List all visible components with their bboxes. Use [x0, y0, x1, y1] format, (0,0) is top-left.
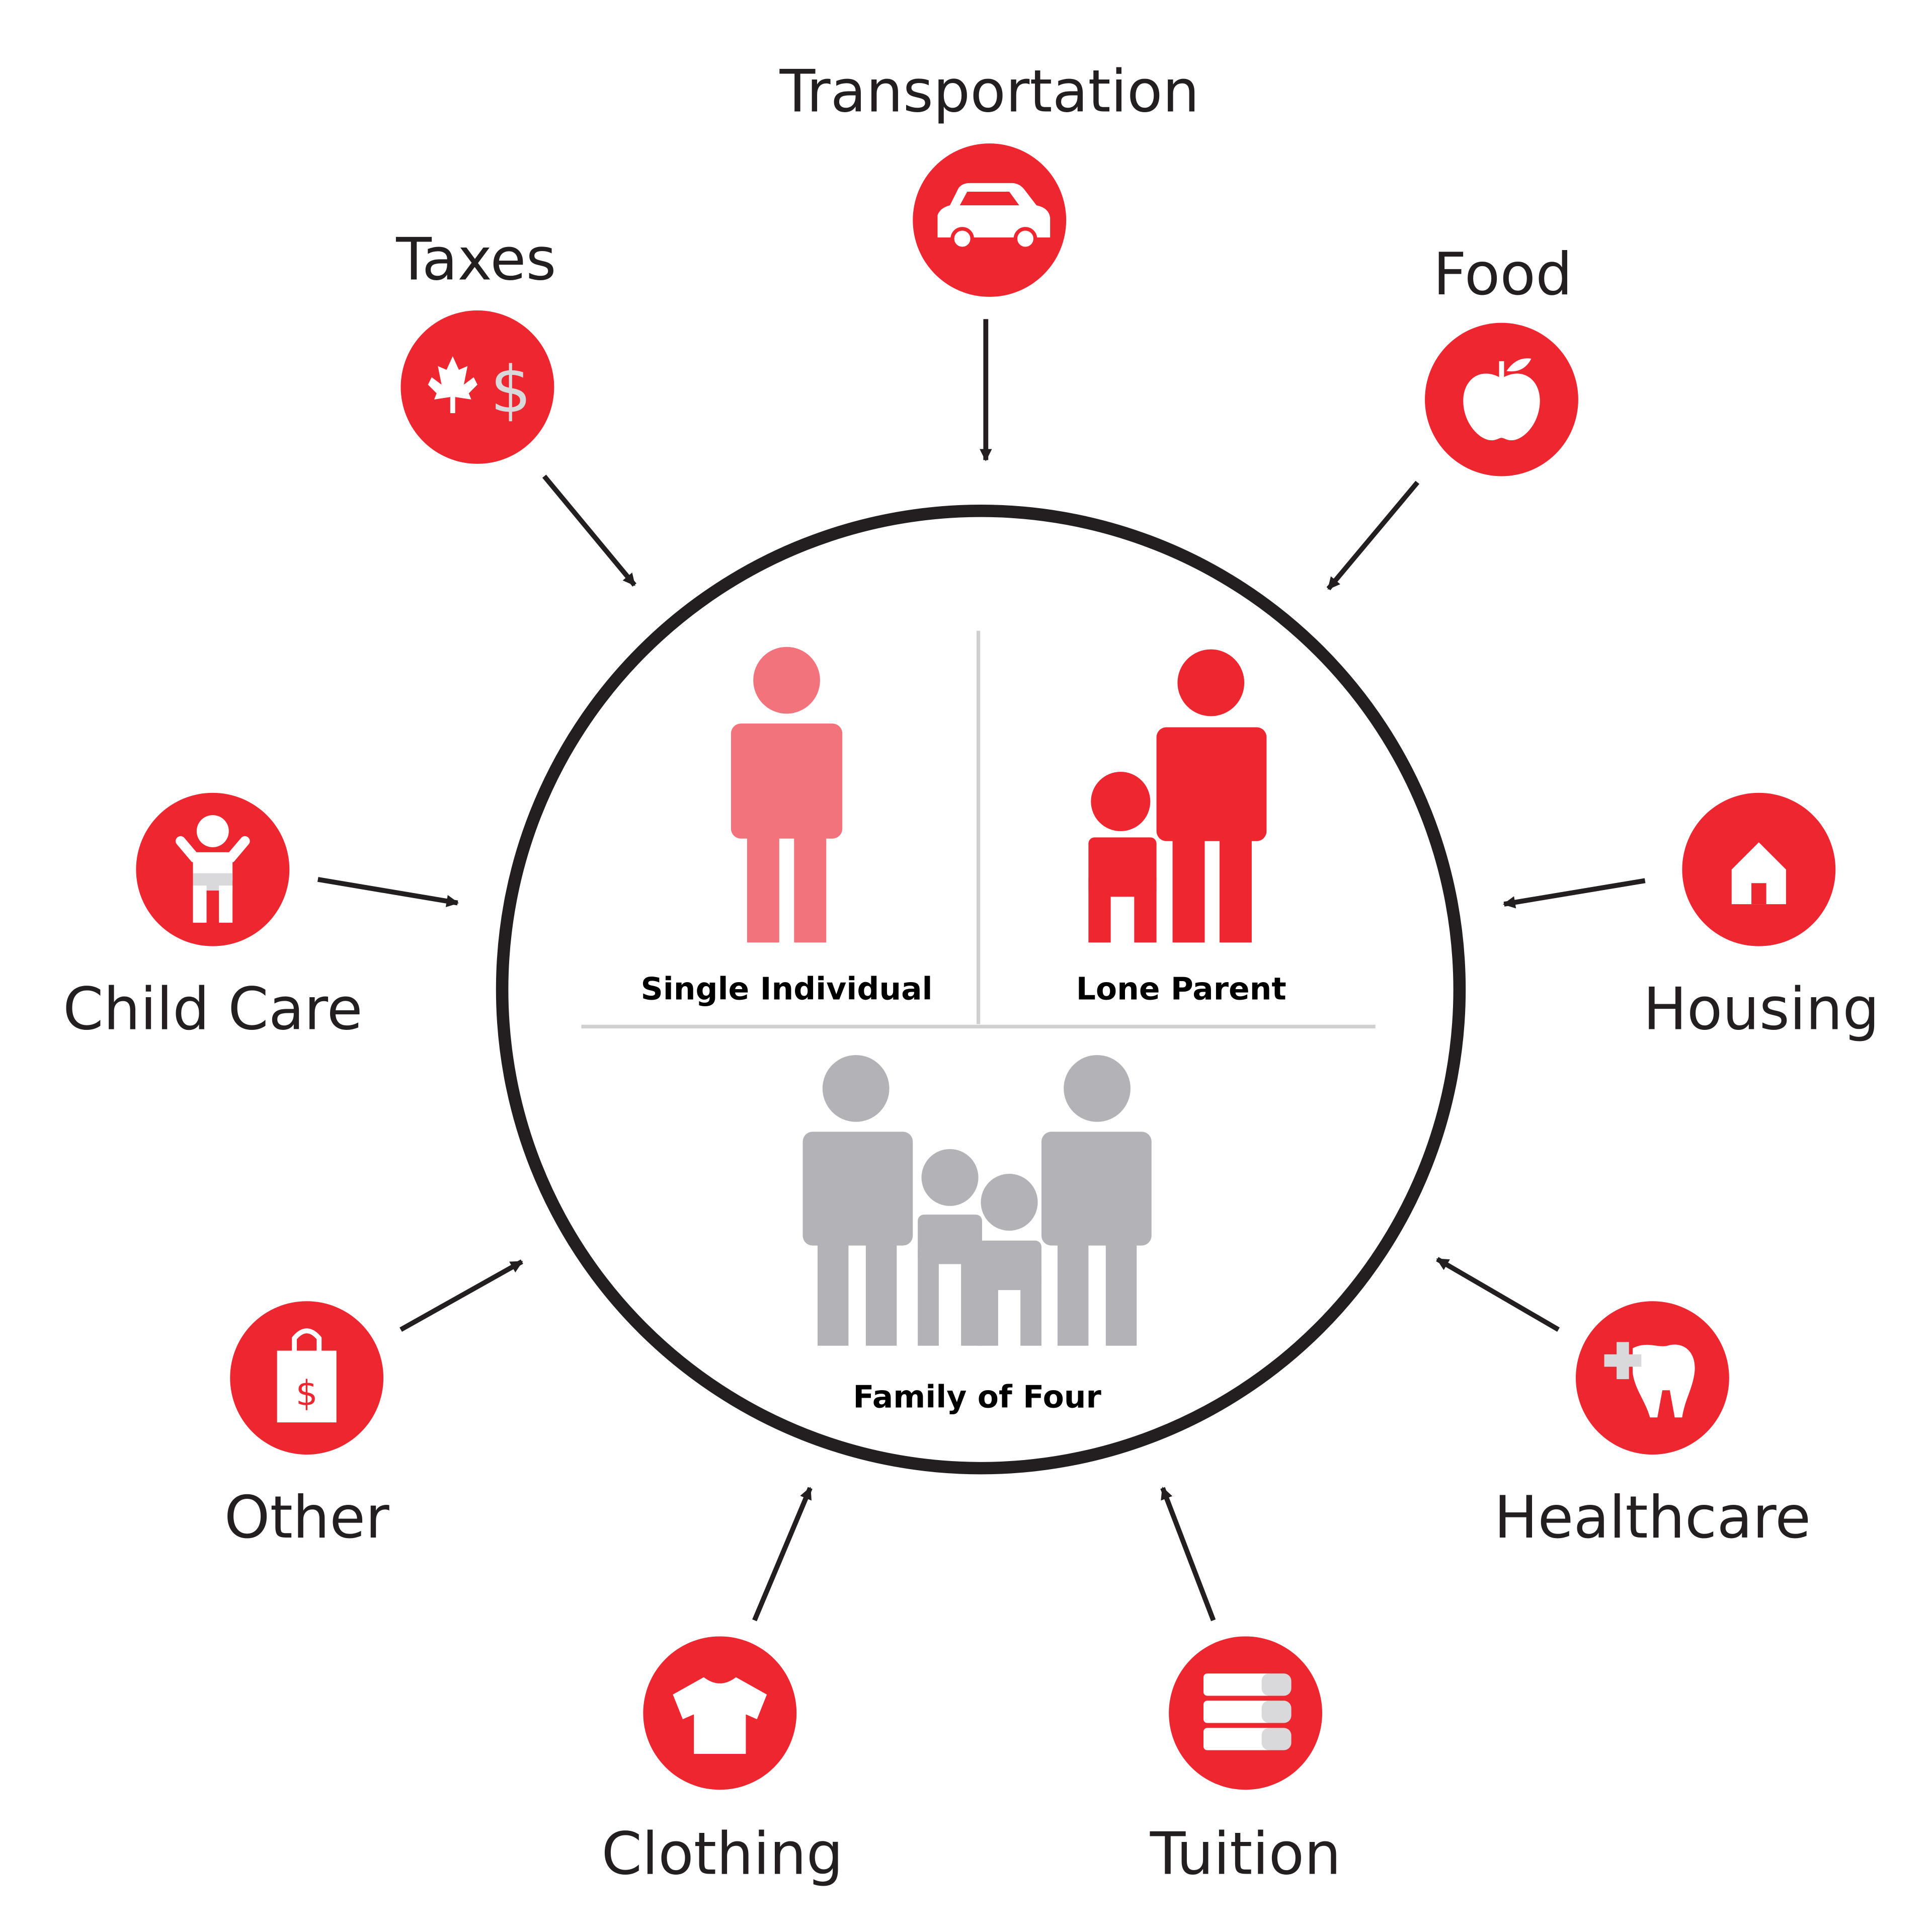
category-label-healthcare: Healthcare — [1494, 1484, 1811, 1552]
category-taxes: Taxes $ — [395, 226, 556, 464]
category-childcare: Child Care — [63, 792, 363, 1043]
house-icon — [1731, 842, 1786, 905]
maple-dollar-icon: $ — [428, 353, 531, 428]
family-of-four-label: Family of Four — [853, 1380, 1101, 1415]
car-icon — [937, 183, 1051, 251]
shopping-bag-icon: $ — [277, 1328, 337, 1423]
category-healthcare: Healthcare — [1494, 1301, 1811, 1552]
category-label-food: Food — [1433, 241, 1572, 308]
category-food: Food — [1425, 241, 1578, 476]
category-tuition: Tuition — [1150, 1636, 1341, 1888]
arrow-clothing — [752, 1487, 813, 1622]
category-label-other: Other — [224, 1484, 390, 1552]
taxes-badge — [400, 310, 554, 464]
single-individual-label: Single Individual — [640, 971, 932, 1007]
single-individual-figure — [731, 647, 843, 943]
category-other: Other $ — [224, 1301, 390, 1552]
arrows — [317, 319, 1646, 1622]
category-label-childcare: Child Care — [63, 976, 363, 1043]
tshirt-icon — [673, 1677, 767, 1754]
arrow-housing — [1502, 878, 1646, 909]
arrow-healthcare — [1436, 1257, 1560, 1332]
category-label-clothing: Clothing — [601, 1820, 843, 1888]
category-housing: Housing — [1643, 792, 1880, 1043]
tooth-icon — [1604, 1342, 1695, 1418]
family-of-four-figure — [802, 1055, 1152, 1346]
arrow-taxes — [542, 474, 636, 587]
maple-leaf-icon — [428, 356, 477, 414]
category-clothing: Clothing — [601, 1636, 843, 1888]
apple-icon — [1463, 358, 1540, 441]
lone-parent-label: Lone Parent — [1076, 971, 1286, 1007]
category-label-taxes: Taxes — [395, 226, 556, 294]
lone-parent-figure — [1088, 649, 1267, 943]
category-transportation: Transportation — [779, 58, 1199, 297]
taxes-dollar-sign: $ — [491, 353, 531, 428]
category-label-transportation: Transportation — [779, 58, 1199, 125]
arrow-tuition — [1160, 1487, 1216, 1622]
books-icon — [1203, 1673, 1292, 1750]
baby-icon — [176, 815, 250, 923]
bag-dollar-sign: $ — [296, 1374, 318, 1414]
arrow-food — [1326, 480, 1420, 591]
category-label-tuition: Tuition — [1150, 1820, 1341, 1888]
arrow-other — [399, 1259, 523, 1332]
arrow-childcare — [317, 877, 459, 908]
category-label-housing: Housing — [1643, 976, 1880, 1043]
